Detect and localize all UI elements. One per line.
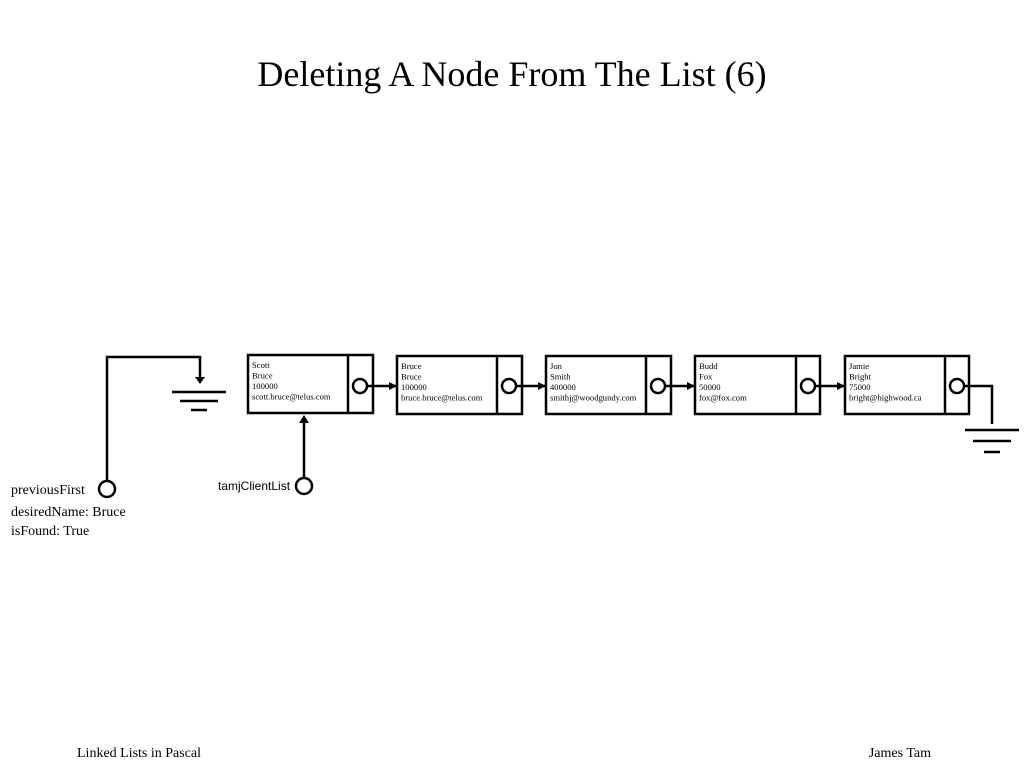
arrow-up-icon (299, 415, 309, 423)
list-head-label: tamjClientList (218, 479, 291, 493)
slide-title: Deleting A Node From The List (6) (257, 54, 767, 94)
node-name: Scott (252, 360, 270, 370)
node: Bruce Bruce 100000 bruce.bruce@telus.com (395, 354, 546, 416)
is-found-text: isFound: True (11, 524, 89, 539)
node-income: 100000 (401, 382, 427, 392)
pointer-circle-icon (799, 377, 817, 395)
node: Jon Smith 400000 smithj@woodgundy.com (544, 354, 695, 416)
pointer-circle-icon (294, 476, 314, 496)
pointer-circle-icon (97, 479, 117, 499)
node-surname: Fox (699, 372, 713, 382)
node: Budd Fox 50000 fox@fox.com (693, 354, 845, 416)
pointer-circle-icon (649, 377, 667, 395)
list-head-pointer (294, 415, 314, 496)
node-income: 100000 (252, 381, 278, 391)
node-name: Budd (699, 361, 718, 371)
node-surname: Bright (849, 372, 872, 382)
pointer-circle-icon (948, 377, 966, 395)
footer-author: James Tam (868, 746, 931, 761)
node: Scott Bruce 100000 scott.bruce@telus.com (246, 353, 397, 415)
arrow-down-icon (105, 355, 202, 481)
desired-name-text: desiredName: Bruce (11, 505, 126, 520)
previous-first-label: previousFirst (11, 483, 85, 498)
pointer-circle-icon (351, 377, 369, 395)
node-email: scott.bruce@telus.com (252, 392, 331, 402)
node-income: 400000 (550, 382, 576, 392)
null-ground-icon (965, 428, 1019, 454)
null-ground-icon (172, 390, 226, 412)
node-email: fox@fox.com (699, 393, 747, 403)
node-email: smithj@woodgundy.com (550, 393, 637, 403)
node-surname: Bruce (252, 371, 273, 381)
node-email: bright@highwood.ca (849, 393, 922, 403)
node-surname: Bruce (401, 372, 422, 382)
previous-first-pointer (97, 355, 226, 499)
node-income: 50000 (699, 382, 720, 392)
node-surname: Smith (550, 372, 571, 382)
footer-course: Linked Lists in Pascal (77, 746, 202, 761)
node-email: bruce.bruce@telus.com (401, 393, 483, 403)
node-name: Bruce (401, 361, 422, 371)
node-income: 75000 (849, 382, 870, 392)
pointer-circle-icon (500, 377, 518, 395)
node: Jamie Bright 75000 bright@highwood.ca (843, 354, 1019, 454)
node-name: Jon (550, 361, 563, 371)
node-name: Jamie (849, 361, 869, 371)
